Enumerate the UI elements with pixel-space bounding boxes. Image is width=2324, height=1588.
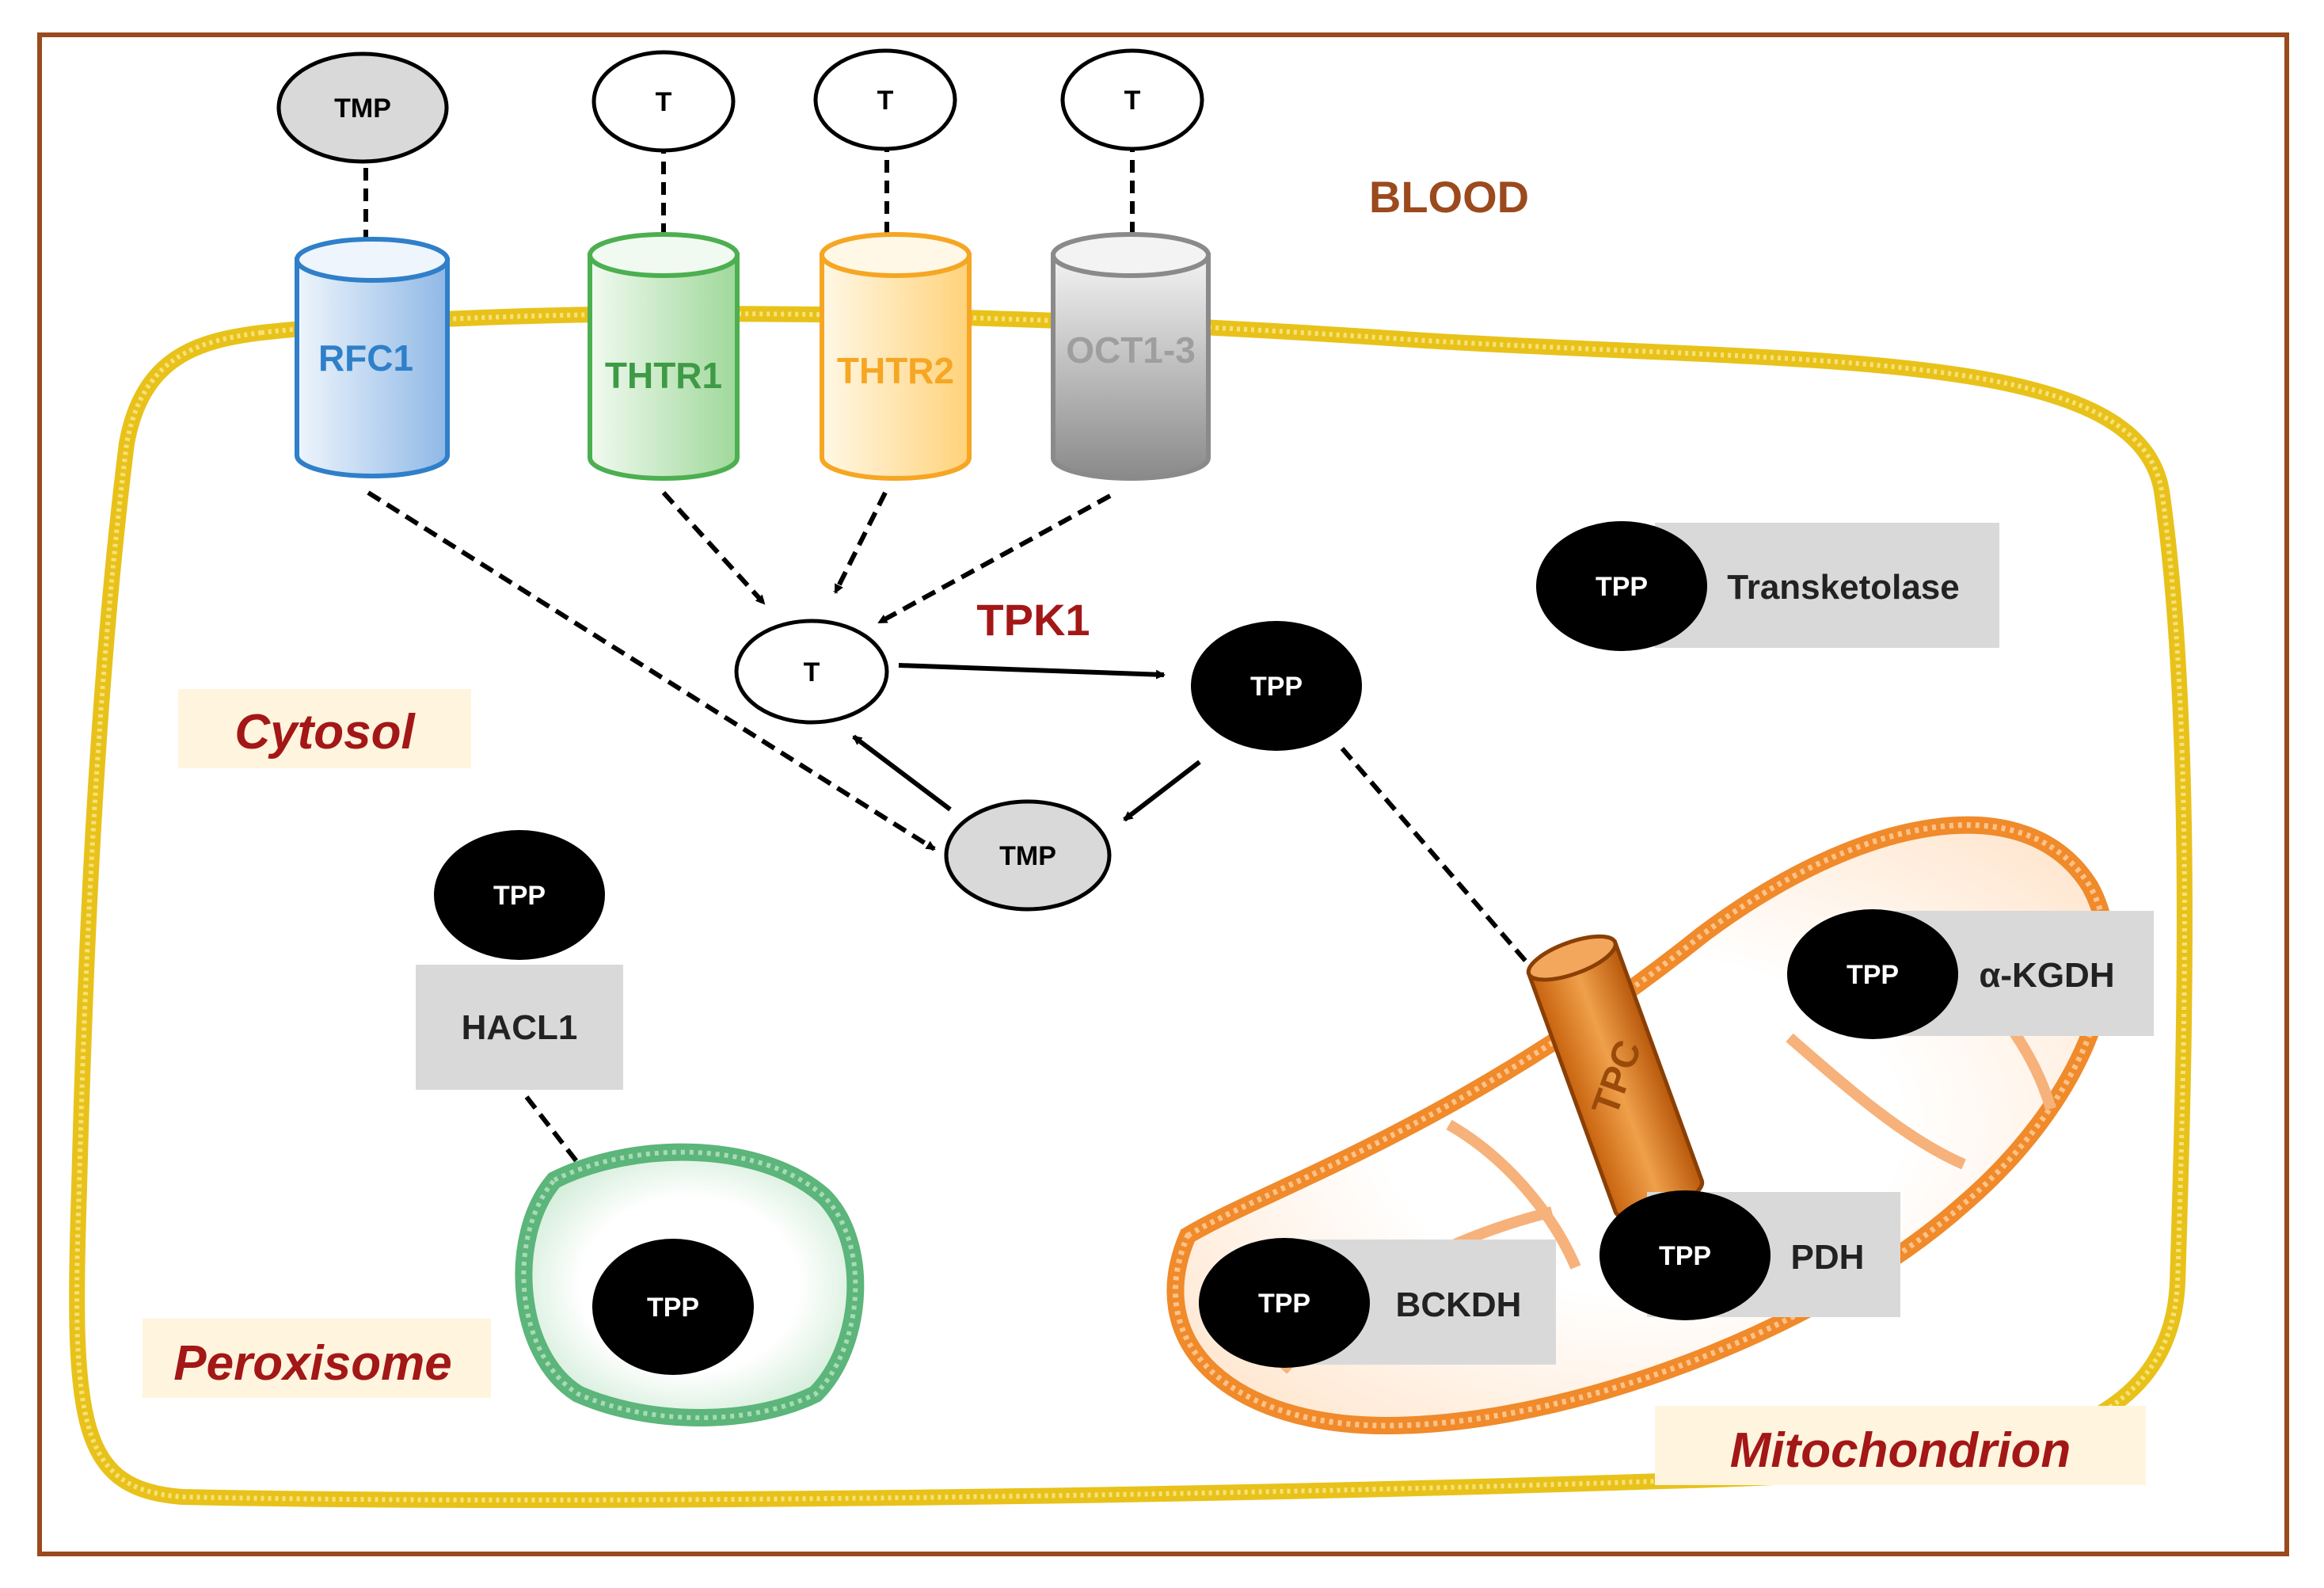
oct-label: OCT1-3 bbox=[1066, 329, 1196, 371]
t-to-tpp-arrow bbox=[898, 663, 1166, 680]
thtr2-label: THTR2 bbox=[837, 350, 954, 391]
thtr1-transporter: THTR1 bbox=[588, 232, 740, 481]
peroxisome-label-bg bbox=[143, 1319, 491, 1398]
cytosol-label-bg bbox=[178, 689, 471, 768]
transketolase-tpp-oval bbox=[1536, 521, 1707, 651]
pdh-label: PDH bbox=[1791, 1238, 1865, 1277]
transketolase-box bbox=[1655, 523, 1999, 648]
cytosol-label: Cytosol bbox=[234, 705, 416, 760]
hacl1-tpp-text: TPP bbox=[493, 881, 546, 911]
akgdh-label: α-KGDH bbox=[1979, 956, 2114, 995]
akgdh-tpp-text: TPP bbox=[1847, 960, 1899, 990]
oct-substrate-oval bbox=[1060, 48, 1204, 151]
cytosol-tmp-text: TMP bbox=[999, 841, 1056, 871]
hacl1-box bbox=[416, 965, 623, 1090]
thtr2-substrate-text: T bbox=[877, 86, 894, 116]
blood-label: BLOOD bbox=[1369, 172, 1529, 222]
bckdh-label: BCKDH bbox=[1396, 1285, 1522, 1324]
peroxisome-tpp-text: TPP bbox=[647, 1293, 699, 1323]
pdh-tpp-oval bbox=[1599, 1190, 1771, 1320]
thtr1-substrate-text: T bbox=[656, 87, 672, 117]
tpp-to-tpc-arrow bbox=[1340, 747, 1545, 982]
mitochondrion-crista-4 bbox=[1446, 1119, 1581, 1270]
cytosol-thiamine-oval bbox=[734, 619, 889, 725]
cytosol-tmp-oval bbox=[944, 799, 1112, 912]
thtr1-substrate-oval bbox=[591, 50, 736, 153]
rfc1-substrate-oval bbox=[276, 51, 449, 164]
cytosol-thiamine-text: T bbox=[804, 657, 820, 687]
thtr1-to-t-arrow bbox=[661, 490, 766, 606]
rfc1-to-tmp-arrow bbox=[367, 490, 936, 851]
oct-transporter: OCT1-3 bbox=[1051, 232, 1211, 481]
rfc1-transporter: RFC1 bbox=[295, 237, 450, 478]
bckdh-tpp-text: TPP bbox=[1258, 1289, 1310, 1319]
oct-substrate-text: T bbox=[1124, 86, 1141, 116]
tpk1-label: TPK1 bbox=[976, 595, 1090, 645]
mitochondrion-crista-2 bbox=[1786, 1033, 1966, 1170]
thtr2-substrate-oval bbox=[813, 48, 957, 151]
tmp-to-t-arrow bbox=[852, 734, 952, 812]
hacl1-tpp-oval bbox=[434, 830, 605, 960]
transketolase-tpp-text: TPP bbox=[1596, 572, 1648, 602]
mitochondrion-label: Mitochondrion bbox=[1730, 1423, 2071, 1478]
bckdh-tpp-oval bbox=[1199, 1238, 1370, 1368]
cytosol-tpp-text: TPP bbox=[1250, 672, 1303, 702]
pdh-tpp-text: TPP bbox=[1659, 1241, 1711, 1271]
thtr2-transporter: THTR2 bbox=[820, 232, 972, 481]
tpp-to-tmp-arrow bbox=[1123, 760, 1201, 822]
peroxisome-label: Peroxisome bbox=[173, 1336, 452, 1391]
hacl1-label: HACL1 bbox=[462, 1008, 578, 1047]
cytosol-tpp-oval bbox=[1191, 621, 1362, 751]
peroxisome-tpp-oval bbox=[592, 1239, 754, 1375]
thtr1-label: THTR1 bbox=[605, 355, 722, 396]
thtr2-to-t-arrow bbox=[833, 491, 888, 594]
akgdh-tpp-oval bbox=[1787, 909, 1958, 1039]
rfc1-label: RFC1 bbox=[318, 337, 413, 379]
peroxisome-membrane-texture bbox=[521, 1149, 858, 1420]
rfc1-substrate-text: TMP bbox=[334, 93, 391, 124]
mitochondrion-label-bg bbox=[1655, 1406, 2146, 1485]
transketolase-label: Transketolase bbox=[1727, 568, 1960, 607]
